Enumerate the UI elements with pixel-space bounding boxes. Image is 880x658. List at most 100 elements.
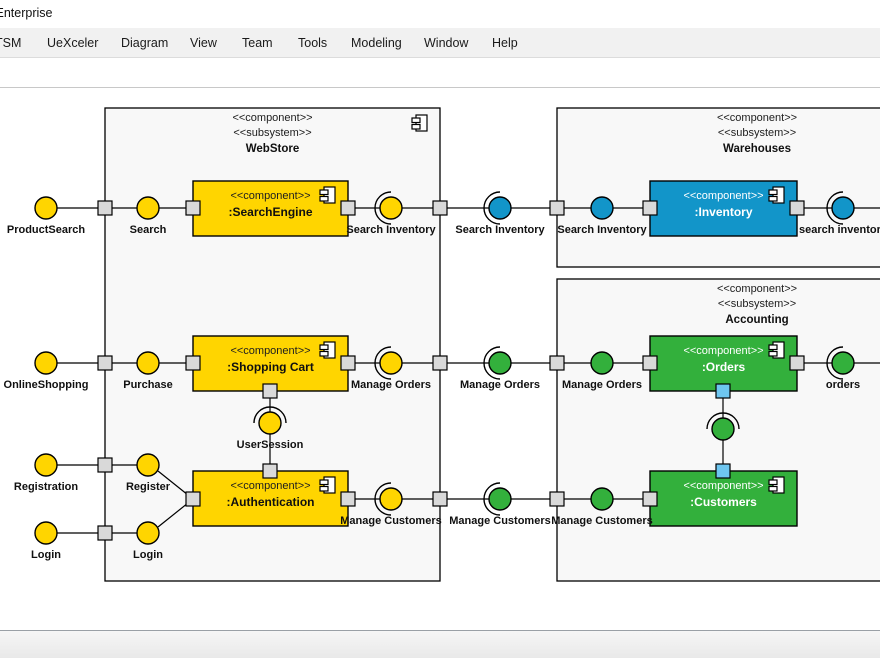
port[interactable]: [642, 200, 658, 216]
interface-usersession[interactable]: UserSession: [237, 406, 304, 451]
port[interactable]: [97, 355, 113, 371]
port[interactable]: [340, 200, 356, 216]
uml-component-icon: [768, 186, 785, 204]
menu-item-view[interactable]: View: [190, 36, 217, 50]
port[interactable]: [185, 200, 201, 216]
interface-ball[interactable]: [379, 196, 403, 220]
component-inventory[interactable]: <<component>>:Inventory: [649, 180, 798, 237]
menu-item-team[interactable]: Team: [242, 36, 273, 50]
menu-item-tools[interactable]: Tools: [298, 36, 328, 50]
port[interactable]: [432, 491, 448, 507]
port[interactable]: [185, 491, 201, 507]
interface-managecust-2[interactable]: Manage Customers: [449, 482, 551, 527]
port[interactable]: [340, 491, 356, 507]
interface-layer: ProductSearch Search Search Inventory Searc…: [4, 191, 880, 561]
uml-component-icon: [768, 341, 785, 359]
component-authentication[interactable]: <<component>>:Authentication: [192, 470, 349, 527]
interface-ball[interactable]: [711, 417, 735, 441]
interface-manageorders-2[interactable]: Manage Orders: [460, 346, 540, 391]
interface-onlineshopping[interactable]: OnlineShopping: [4, 351, 89, 391]
interface-manageorders-1[interactable]: Manage Orders: [351, 346, 431, 391]
menu-item-tsm[interactable]: TSM: [0, 36, 22, 50]
interface-searchinv-3[interactable]: Search Inventory: [557, 196, 648, 236]
interface-socket-arc: [826, 346, 844, 380]
port[interactable]: [642, 491, 658, 507]
interface-ball[interactable]: [379, 487, 403, 511]
port[interactable]: [549, 200, 565, 216]
interface-search[interactable]: Search: [130, 196, 167, 236]
port[interactable]: [185, 355, 201, 371]
interface-manageorders-3[interactable]: Manage Orders: [562, 351, 642, 391]
interface-socket-arc: [483, 482, 501, 516]
component-searchengine[interactable]: <<component>>:SearchEngine: [192, 180, 349, 237]
interface-registration[interactable]: Registration: [14, 453, 78, 493]
menu-item-diagram[interactable]: Diagram: [121, 36, 169, 50]
interface-ball[interactable]: [488, 351, 512, 375]
port[interactable]: [432, 200, 448, 216]
port[interactable]: [97, 525, 113, 541]
interface-searchinv-2[interactable]: Search Inventory: [455, 191, 546, 236]
interface-register[interactable]: Register: [126, 453, 171, 493]
port[interactable]: [262, 463, 278, 479]
interface-ball[interactable]: [379, 351, 403, 375]
port[interactable]: [789, 200, 805, 216]
port[interactable]: [97, 457, 113, 473]
port[interactable]: [549, 355, 565, 371]
interface-ball[interactable]: [136, 453, 160, 477]
subsystem-stereotype-subsystem: <<subsystem>>: [233, 127, 311, 139]
interface-ball[interactable]: [34, 521, 58, 545]
interface-ball[interactable]: [831, 351, 855, 375]
interface-managecust-1[interactable]: Manage Customers: [340, 482, 442, 527]
port-layer: [97, 200, 805, 541]
interface-ball[interactable]: [488, 487, 512, 511]
interface-ball[interactable]: [590, 351, 614, 375]
interface-ball[interactable]: [136, 521, 160, 545]
menu-item-help[interactable]: Help: [492, 36, 518, 50]
interface-login-outer[interactable]: Login: [31, 521, 61, 561]
interface-ball[interactable]: [136, 351, 160, 375]
port[interactable]: [642, 355, 658, 371]
port[interactable]: [262, 383, 278, 399]
subsystem-stereotype-component: <<component>>: [717, 112, 797, 124]
port[interactable]: [432, 355, 448, 371]
interface-socket-arc: [826, 191, 844, 225]
interface-managecust-3[interactable]: Manage Customers: [551, 487, 653, 527]
interface-login-inner[interactable]: Login: [133, 521, 163, 561]
interface-productsearch[interactable]: ProductSearch: [7, 196, 86, 236]
component-name: :Orders: [702, 360, 746, 374]
diagram-canvas[interactable]: <<component>><<subsystem>>WebStore<<comp…: [0, 89, 880, 630]
menu-bar[interactable]: TSM UeXceler Diagram View Team Tools Modeling W…: [0, 28, 880, 58]
port[interactable]: [97, 200, 113, 216]
component-stereotype: <<component>>: [683, 190, 763, 202]
interface-ball[interactable]: [590, 196, 614, 220]
component-shoppingcart[interactable]: <<component>>:Shopping Cart: [192, 335, 349, 392]
interface-ordercustlink[interactable]: [706, 412, 740, 441]
interface-searchinv-1[interactable]: Search Inventory: [346, 191, 437, 236]
menu-item-window[interactable]: Window: [424, 36, 469, 50]
interface-ball[interactable]: [488, 196, 512, 220]
component-customers[interactable]: <<component>>:Customers: [649, 470, 798, 527]
component-icon-tab-bottom: [768, 195, 778, 202]
menu-item-modeling[interactable]: Modeling: [351, 36, 402, 50]
interface-ball[interactable]: [136, 196, 160, 220]
port-selected[interactable]: [715, 463, 731, 479]
menu-item-uexceler[interactable]: UeXceler: [47, 36, 99, 50]
interface-ball[interactable]: [34, 351, 58, 375]
interface-orders-out[interactable]: orders: [826, 346, 860, 391]
interface-label: Login: [31, 549, 61, 561]
component-orders[interactable]: <<component>>:Orders: [649, 335, 798, 392]
interface-ball[interactable]: [258, 411, 282, 435]
port[interactable]: [789, 355, 805, 371]
interface-searchinv-4[interactable]: search inventory: [799, 191, 880, 236]
uml-component-icon: [319, 341, 336, 359]
component-diagram[interactable]: <<component>><<subsystem>>WebStore<<comp…: [0, 89, 880, 630]
interface-ball[interactable]: [34, 196, 58, 220]
interface-ball[interactable]: [34, 453, 58, 477]
port[interactable]: [340, 355, 356, 371]
port-selected[interactable]: [715, 383, 731, 399]
interface-ball[interactable]: [590, 487, 614, 511]
interface-purchase[interactable]: Purchase: [123, 351, 173, 391]
port[interactable]: [549, 491, 565, 507]
interface-ball[interactable]: [831, 196, 855, 220]
